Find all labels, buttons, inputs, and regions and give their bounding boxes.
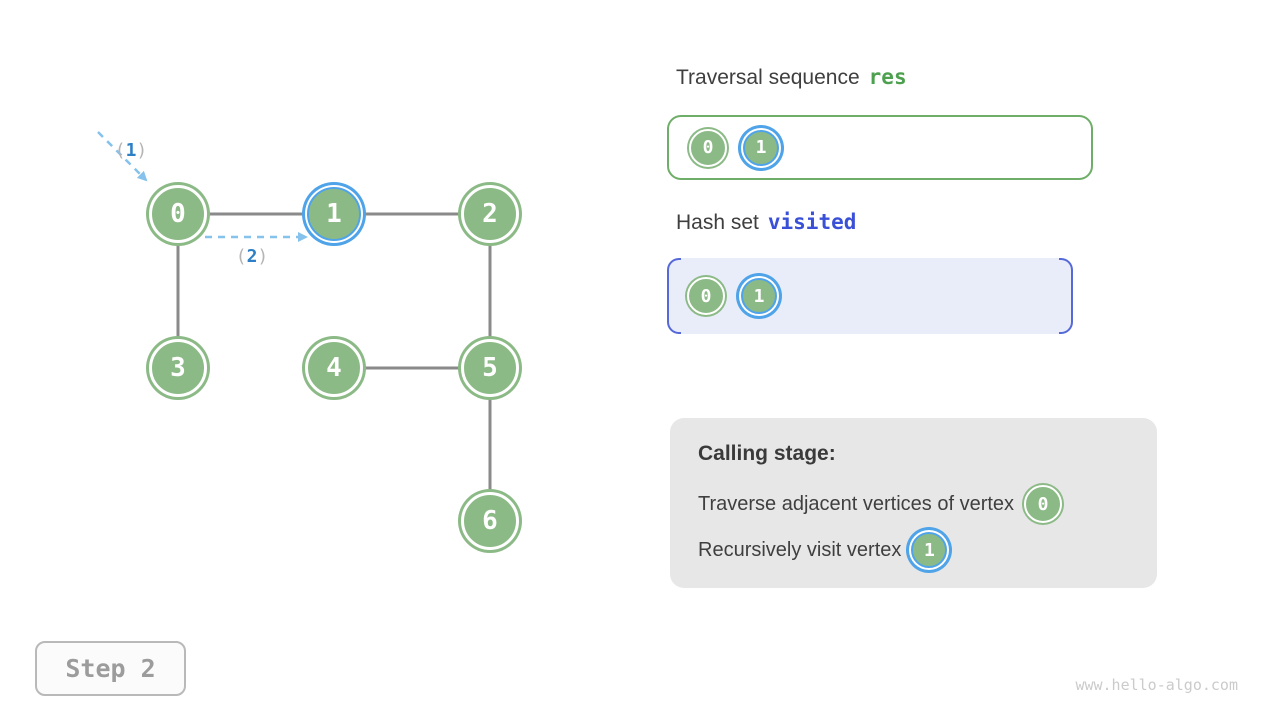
graph-node-3-label: 3 — [170, 353, 186, 383]
calling-stage-line-2-node-label: 1 — [923, 539, 935, 561]
graph-node-5: 5 — [461, 339, 519, 397]
calling-stage-line-1: Traverse adjacent vertices of vertex 0 — [698, 481, 1129, 527]
calling-stage-line-2: Recursively visit vertex 1 — [698, 527, 1129, 573]
calling-stage-line-1-text: Traverse adjacent vertices of vertex — [698, 492, 1015, 515]
visited-right-bracket — [1059, 258, 1073, 334]
graph-node-2: 2 — [461, 185, 519, 243]
res-item-0-label: 0 — [702, 137, 714, 158]
calling-stage-line-2-text: Recursively visit vertex — [698, 538, 902, 561]
step-badge: Step 2 — [35, 641, 186, 696]
visited-item-0-label: 0 — [700, 285, 712, 307]
hash-set-title: Hash set visited — [676, 210, 856, 235]
call-arrow-2-label: (2) — [236, 246, 269, 267]
res-item-0: 0 — [689, 128, 727, 167]
graph-node-4: 4 — [305, 339, 363, 397]
graph-node-0-label: 0 — [170, 199, 186, 229]
calling-stage-line-1-node: 0 — [1024, 485, 1063, 523]
graph-node-0: 0 — [149, 185, 207, 243]
call-arrow-1-label: (1) — [115, 140, 148, 161]
graph-node-1: 1 — [307, 187, 361, 241]
visited-code-label: visited — [767, 210, 857, 234]
res-code-label: res — [868, 65, 907, 89]
graph-node-4-label: 4 — [326, 353, 342, 383]
graph-node-5-label: 5 — [482, 353, 498, 383]
res-item-1: 1 — [743, 129, 779, 166]
calling-stage-title: Calling stage: — [698, 442, 836, 465]
traversal-sequence-title-text: Traversal sequence — [676, 66, 860, 89]
traversal-sequence-title: Traversal sequence res — [676, 65, 907, 90]
calling-stage-line-2-node: 1 — [911, 532, 948, 568]
watermark: www.hello-algo.com — [1075, 676, 1238, 694]
traversal-sequence-box: 0 1 — [667, 115, 1093, 180]
graph-node-6-label: 6 — [482, 506, 498, 536]
visited-set-box: 0 1 — [667, 258, 1073, 334]
calling-stage-box: Calling stage: Traverse adjacent vertice… — [670, 418, 1157, 588]
graph-node-6: 6 — [461, 492, 519, 550]
hash-set-title-text: Hash set — [676, 211, 759, 234]
graph-node-1-label: 1 — [326, 199, 342, 229]
graph-layer: (1) (2) — [97, 131, 492, 521]
res-item-1-label: 1 — [755, 137, 767, 158]
graph-node-2-label: 2 — [482, 199, 498, 229]
visited-item-1: 1 — [741, 278, 777, 314]
call-arrow-1 — [97, 131, 148, 182]
visited-item-0: 0 — [687, 277, 725, 315]
calling-stage-line-1-node-label: 0 — [1037, 493, 1049, 515]
graph-node-3: 3 — [149, 339, 207, 397]
visited-left-bracket — [667, 258, 681, 334]
visited-item-1-label: 1 — [753, 285, 765, 307]
